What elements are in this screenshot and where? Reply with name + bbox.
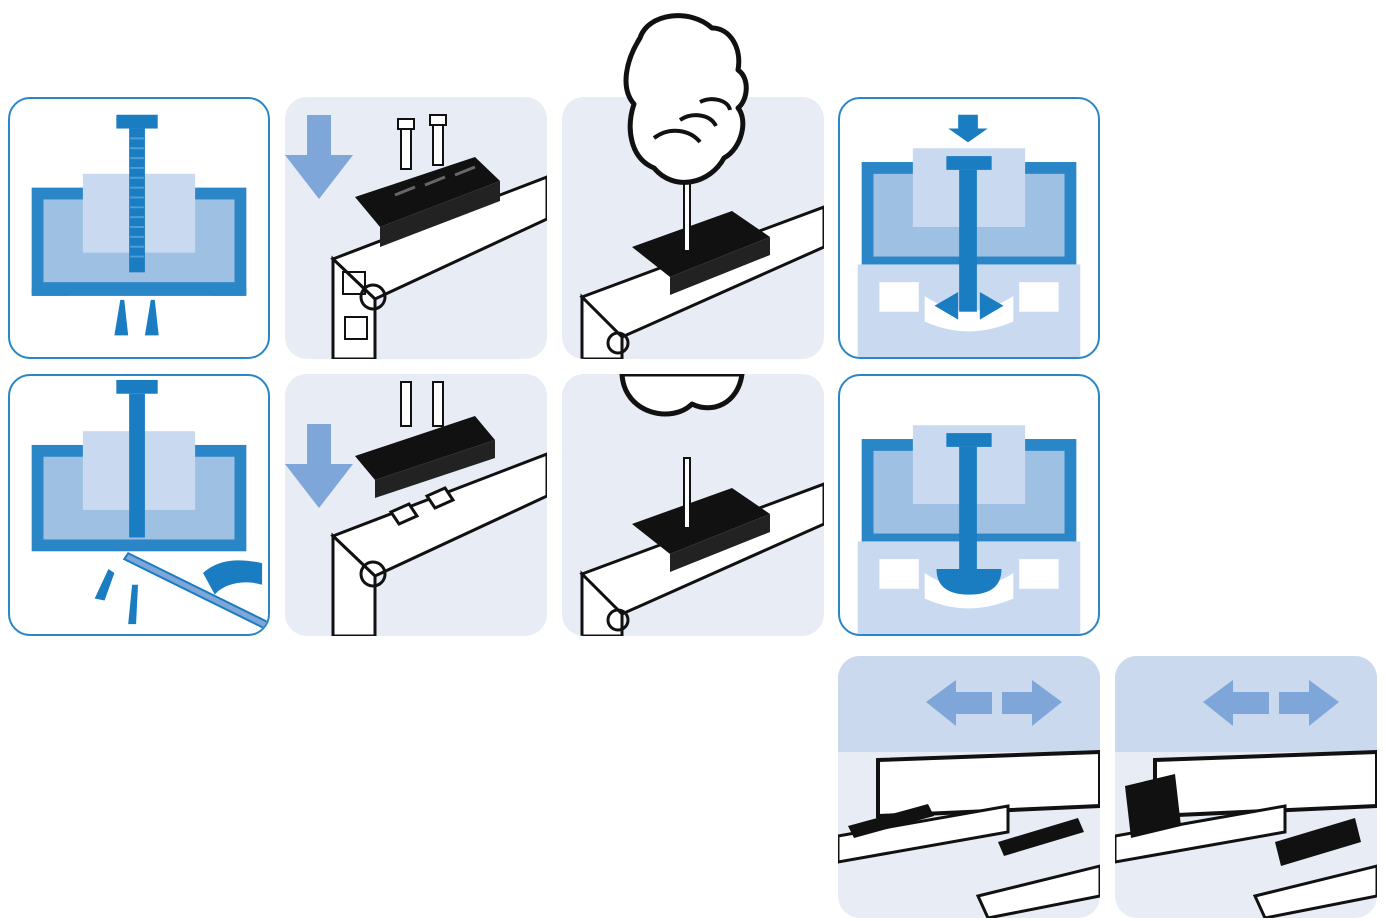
plate-slide-illustration-2 bbox=[1115, 656, 1377, 918]
hand-icon bbox=[620, 8, 760, 198]
panel-section-clamped bbox=[838, 374, 1100, 636]
panel-rail-insert-1 bbox=[285, 97, 547, 359]
profile-rail-insert-illustration bbox=[285, 114, 547, 359]
panel-section-cleaning bbox=[8, 374, 270, 636]
clamping-cross-section-diagram bbox=[857, 114, 1081, 357]
panel-plate-slide-2 bbox=[1115, 656, 1377, 918]
panel-screwdriver-2 bbox=[562, 374, 824, 636]
panel-rail-insert-2 bbox=[285, 374, 547, 636]
panel-plate-slide-1 bbox=[838, 656, 1100, 918]
cleaning-cross-section-diagram bbox=[31, 379, 268, 632]
rail-insert-with-slot-nuts-illustration bbox=[285, 381, 547, 636]
panel-section-loose bbox=[8, 97, 270, 359]
screwdriver-tightening-illustration bbox=[579, 180, 824, 359]
plate-slide-illustration bbox=[838, 656, 1100, 918]
screwdriver-tightening-illustration-2 bbox=[579, 374, 824, 636]
cross-section-bolt-diagram bbox=[31, 114, 247, 336]
panel-section-clamped-arrows bbox=[838, 97, 1100, 359]
clamped-cross-section-diagram bbox=[857, 425, 1081, 634]
